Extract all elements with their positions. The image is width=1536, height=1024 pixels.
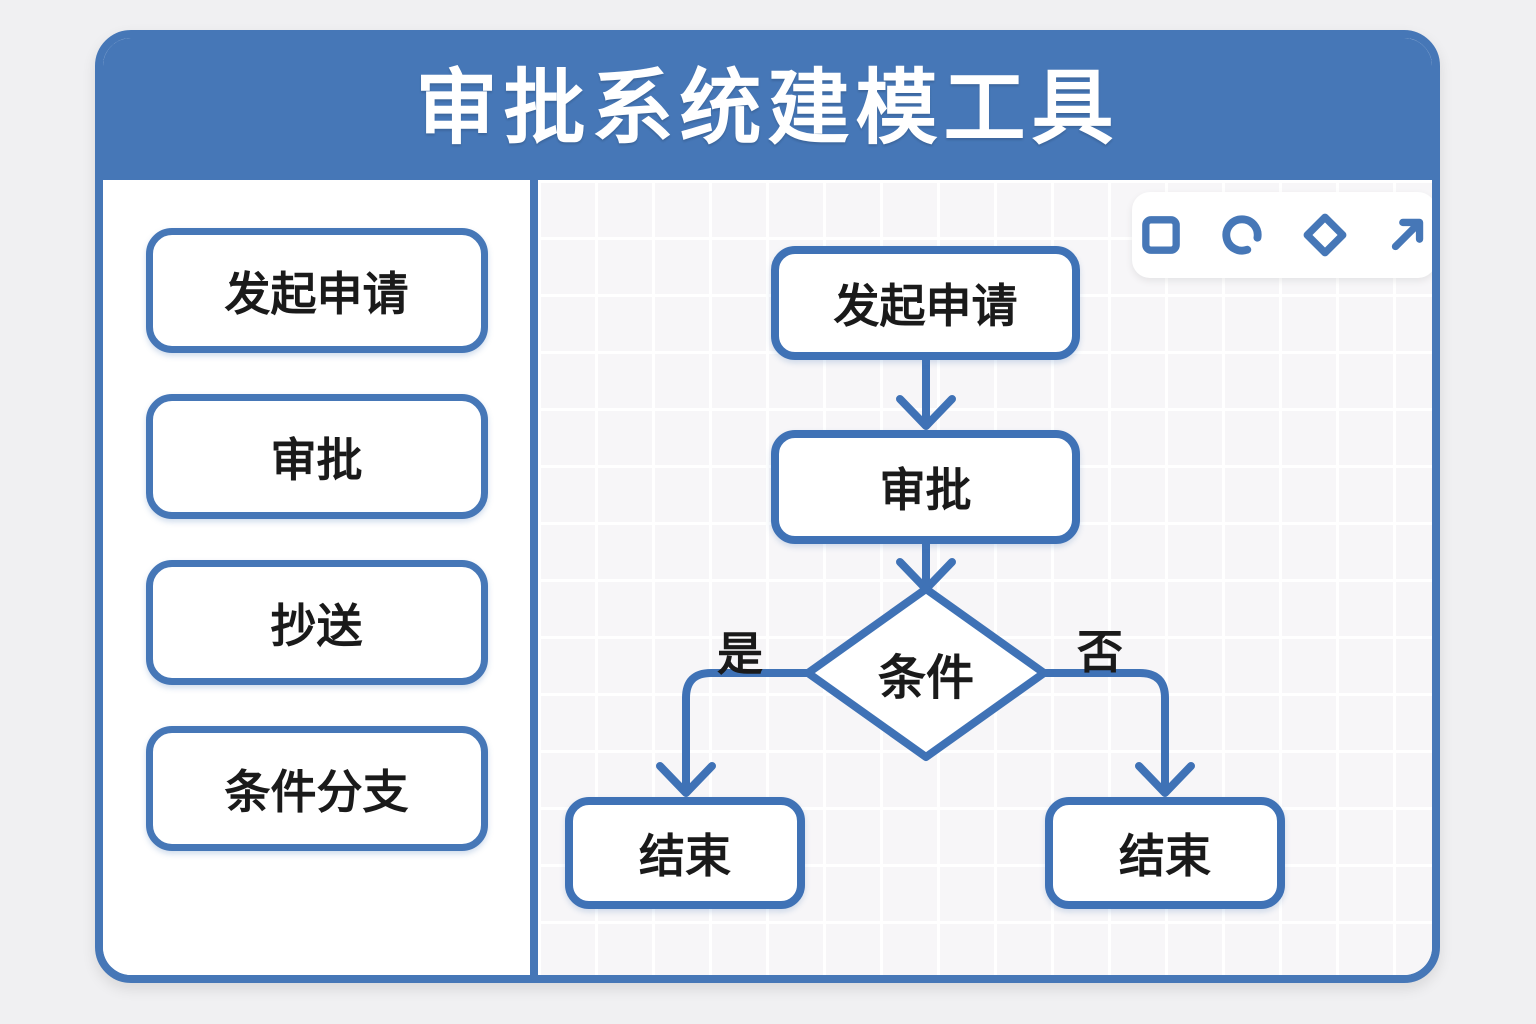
toolbar-button-circle[interactable] (1219, 211, 1267, 259)
shape-toolbar (1132, 192, 1432, 278)
shape-palette-sidebar: 发起申请 审批 抄送 条件分支 (103, 180, 530, 975)
node-approval[interactable]: 审批 (771, 430, 1080, 544)
edge-condition-to-end-yes (682, 669, 812, 789)
sidebar-canvas-divider (530, 180, 538, 975)
app-content: 发起申请 审批 抄送 条件分支 (103, 180, 1432, 975)
edge-condition-to-end-no (1040, 669, 1169, 789)
square-shape-icon (1142, 216, 1180, 254)
arrow-connector-icon (1391, 218, 1424, 251)
edge-condition-to-end-no-arrowhead (1135, 762, 1195, 797)
app-header: 审批系统建模工具 (103, 38, 1432, 180)
app-title: 审批系统建模工具 (415, 63, 1120, 154)
edge-label-no: 否 (1077, 626, 1123, 678)
sidebar-item-approval[interactable]: 审批 (145, 394, 488, 519)
node-end-yes[interactable]: 结束 (565, 797, 805, 909)
condition-diamond-shape (804, 585, 1048, 761)
circle-shape-icon (1222, 215, 1262, 255)
node-end-no[interactable]: 结束 (1045, 797, 1285, 909)
node-start-application[interactable]: 发起申请 (771, 246, 1080, 360)
sidebar-item-condition-branch[interactable]: 条件分支 (145, 726, 488, 851)
toolbar-button-square[interactable] (1137, 211, 1185, 259)
toolbar-button-diamond[interactable] (1301, 211, 1349, 259)
edge-label-yes: 是 (717, 628, 763, 680)
app-window: 审批系统建模工具 发起申请 审批 抄送 条件分支 (95, 30, 1440, 983)
sidebar-item-initiate-application[interactable]: 发起申请 (145, 228, 488, 353)
edge-start-to-approve-arrowhead (896, 395, 956, 430)
node-condition[interactable]: 条件 (877, 652, 974, 705)
edge-condition-to-end-yes-arrowhead (656, 762, 716, 797)
flow-connectors (656, 356, 1195, 797)
modeling-canvas[interactable]: 发起申请 审批 条件 结束 结束 是 否 (538, 180, 1432, 975)
diamond-shape-icon (1303, 213, 1347, 257)
toolbar-button-arrow[interactable] (1383, 211, 1431, 259)
sidebar-item-cc[interactable]: 抄送 (145, 560, 488, 685)
